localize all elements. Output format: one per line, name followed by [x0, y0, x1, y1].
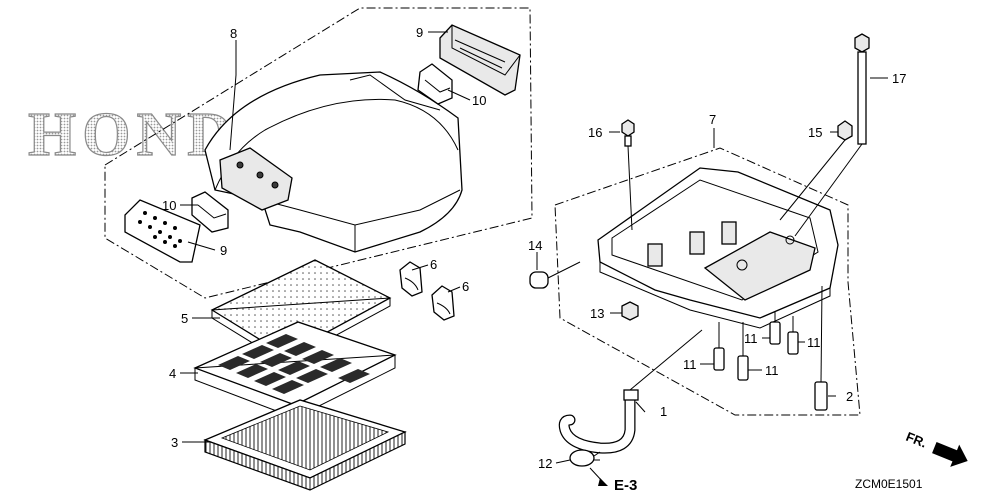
callout-6-upper: 6 [430, 257, 437, 272]
front-label: FR. [904, 429, 929, 451]
callout-6-lower: 6 [462, 279, 469, 294]
case-group-outline [554, 147, 861, 416]
flange-bolt-16 [621, 119, 635, 147]
callout-1: 1 [660, 404, 667, 419]
callout-15: 15 [808, 125, 822, 140]
latch-handle-top [439, 24, 521, 96]
callout-14: 14 [528, 238, 542, 253]
long-bolt-17 [854, 33, 870, 145]
hose-clamp [569, 449, 601, 467]
callout-11-a: 11 [744, 331, 758, 346]
callout-11-c: 11 [683, 357, 697, 372]
callout-7: 7 [709, 112, 716, 127]
air-cleaner-case [597, 167, 839, 329]
drain-cap [529, 271, 549, 289]
leader-lines [180, 31, 888, 486]
callout-5: 5 [181, 311, 188, 326]
callout-10-bottom: 10 [162, 198, 176, 213]
diagram-code: ZCM0E1501 [855, 477, 923, 491]
callout-17: 17 [892, 71, 906, 86]
clip-upper [399, 261, 423, 297]
latch-handle-bottom [124, 199, 201, 263]
cross-reference-link[interactable]: E-3 [614, 477, 637, 494]
callout-9-bottom: 9 [220, 243, 227, 258]
breather-tube [558, 389, 639, 454]
front-direction-indicator: FR. [904, 429, 968, 467]
collars-11 [713, 321, 799, 381]
callout-3: 3 [171, 435, 178, 450]
element-grid-case [193, 321, 397, 419]
flange-nut-15 [837, 120, 853, 141]
callout-4: 4 [169, 366, 176, 381]
latch-spring-top [417, 63, 453, 105]
callout-16: 16 [588, 125, 602, 140]
callout-2: 2 [846, 389, 853, 404]
callout-10-top: 10 [472, 93, 486, 108]
front-arrow-icon [932, 441, 968, 467]
callout-labels: 8 9 10 10 9 6 6 5 4 3 7 16 15 17 14 13 1… [162, 25, 906, 471]
callout-8: 8 [230, 26, 237, 41]
paper-filter-element [203, 399, 407, 491]
callout-11-d: 11 [765, 363, 779, 378]
air-cleaner-cover [204, 71, 463, 253]
collar-2 [814, 381, 828, 411]
case-nut [621, 301, 639, 321]
clip-lower [431, 285, 455, 321]
callout-9-top: 9 [416, 25, 423, 40]
latch-spring-bottom [191, 191, 229, 233]
callout-12: 12 [538, 456, 552, 471]
callout-11-b: 11 [807, 335, 821, 350]
callout-13: 13 [590, 306, 604, 321]
